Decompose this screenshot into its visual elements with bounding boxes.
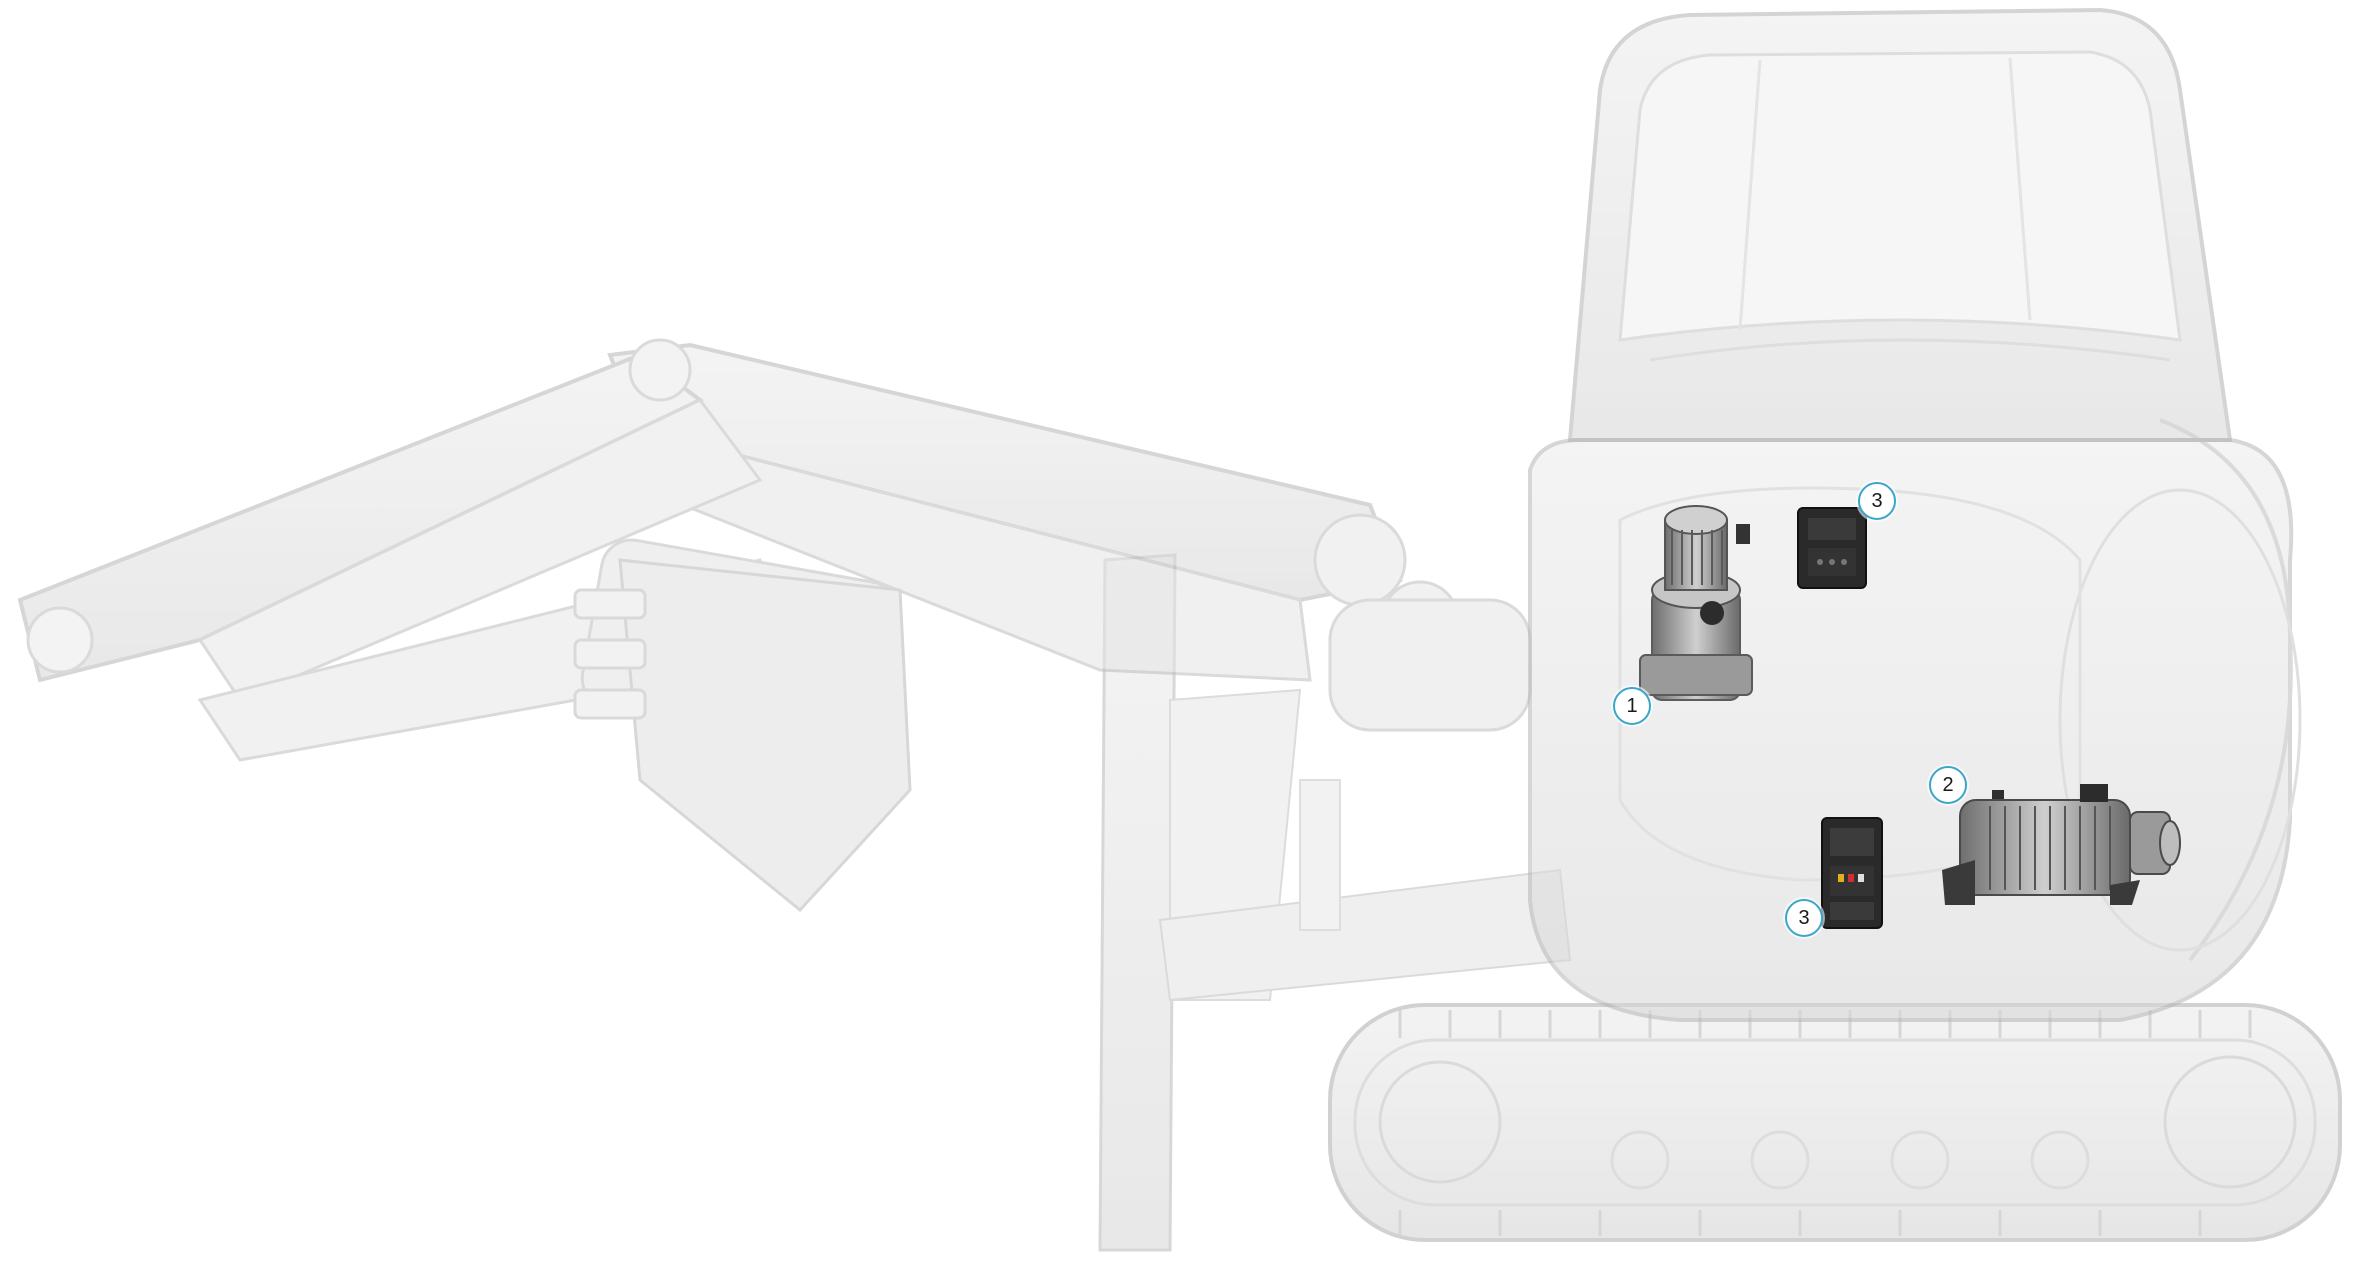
- controller-lower-component: [1821, 817, 1883, 929]
- callout-3-lower: 3: [1785, 899, 1823, 937]
- geared-motor-component: [1639, 505, 1753, 701]
- track-assembly: [1328, 1003, 2342, 1242]
- dozer-blade: [1098, 553, 1572, 1252]
- callout-2: 2: [1929, 766, 1967, 804]
- callout-1: 1: [1613, 687, 1651, 725]
- cab: [1567, 7, 2233, 442]
- upper-structure: [1528, 418, 2302, 1022]
- boom-arm: [17, 338, 1532, 913]
- callout-3-upper: 3: [1858, 482, 1896, 520]
- electric-motor-pump-component: [1942, 784, 2181, 905]
- controller-upper-component: [1797, 507, 1867, 589]
